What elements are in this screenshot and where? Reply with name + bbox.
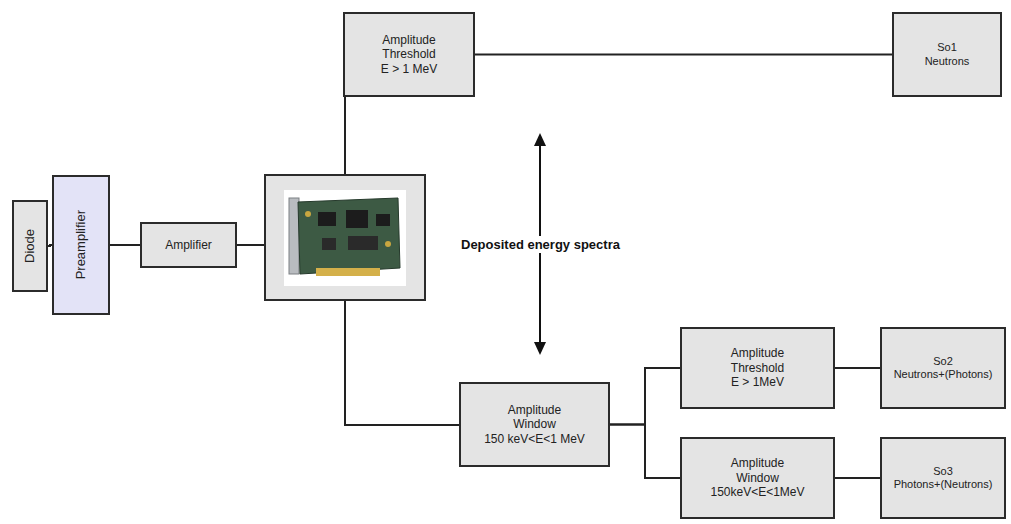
node-text: 150keV<E<1MeV	[710, 485, 804, 499]
node-text: E > 1MeV	[731, 375, 784, 389]
card-edge-connector	[316, 268, 380, 276]
preamplifier-box: Preamplifier	[52, 175, 110, 315]
output-box: So2Neutrons+(Photons)	[880, 327, 1006, 409]
arrow-head	[534, 342, 546, 355]
card-chip	[348, 236, 378, 250]
node-text: Neutrons	[925, 55, 970, 68]
card-chip	[322, 238, 336, 250]
card-part	[305, 211, 311, 217]
node-title: Amplitude Threshold	[716, 346, 800, 375]
threshold-box: Amplitude ThresholdE > 1 MeV	[343, 12, 475, 97]
node-text: Photons+(Neutrons)	[894, 478, 993, 491]
node-title: Preamplifier	[73, 210, 89, 279]
daq-card-box	[265, 175, 425, 300]
connector-line	[835, 477, 880, 479]
node-title: Amplitude Window	[493, 403, 577, 432]
node-title: Amplitude Window	[716, 456, 800, 485]
card-chip	[346, 210, 368, 228]
detector-box: Diode	[12, 200, 48, 292]
wire	[344, 97, 346, 175]
amplifier-box: Amplifier	[140, 222, 237, 268]
card-bracket	[289, 198, 299, 274]
node-text: E > 1 MeV	[381, 62, 437, 76]
node-title: So3	[933, 465, 953, 478]
connector-line	[110, 244, 140, 246]
card-chip	[318, 212, 336, 226]
wire	[345, 300, 459, 425]
card-frame	[265, 175, 425, 300]
node-text: Neutrons+(Photons)	[894, 368, 993, 381]
connector-line	[475, 54, 892, 56]
arrow-head	[534, 133, 546, 146]
node-title: Amplitude Threshold	[367, 33, 451, 62]
window-box: Amplitude Window150keV<E<1MeV	[680, 437, 835, 519]
card-part	[385, 241, 391, 247]
card-chip	[376, 214, 390, 226]
node-title: Amplifier	[165, 238, 212, 252]
connector-line	[835, 367, 880, 369]
output-box: So1Neutrons	[892, 12, 1002, 97]
wire	[237, 244, 265, 246]
node-title: So1	[937, 41, 957, 54]
wires	[237, 97, 459, 425]
node-title: So2	[933, 355, 953, 368]
output-box: So3Photons+(Neutrons)	[880, 437, 1006, 519]
connector-line	[610, 368, 680, 425]
node-title: Diode	[22, 229, 38, 263]
threshold-box: Amplitude ThresholdE > 1MeV	[680, 327, 835, 409]
node-text: 150 keV<E<1 MeV	[484, 432, 585, 446]
card-ground	[284, 190, 406, 286]
annotation-label: Deposited energy spectra	[458, 236, 623, 253]
window-box: Amplitude Window150 keV<E<1 MeV	[459, 382, 610, 467]
connector-line	[610, 425, 680, 479]
card-board	[298, 198, 400, 274]
